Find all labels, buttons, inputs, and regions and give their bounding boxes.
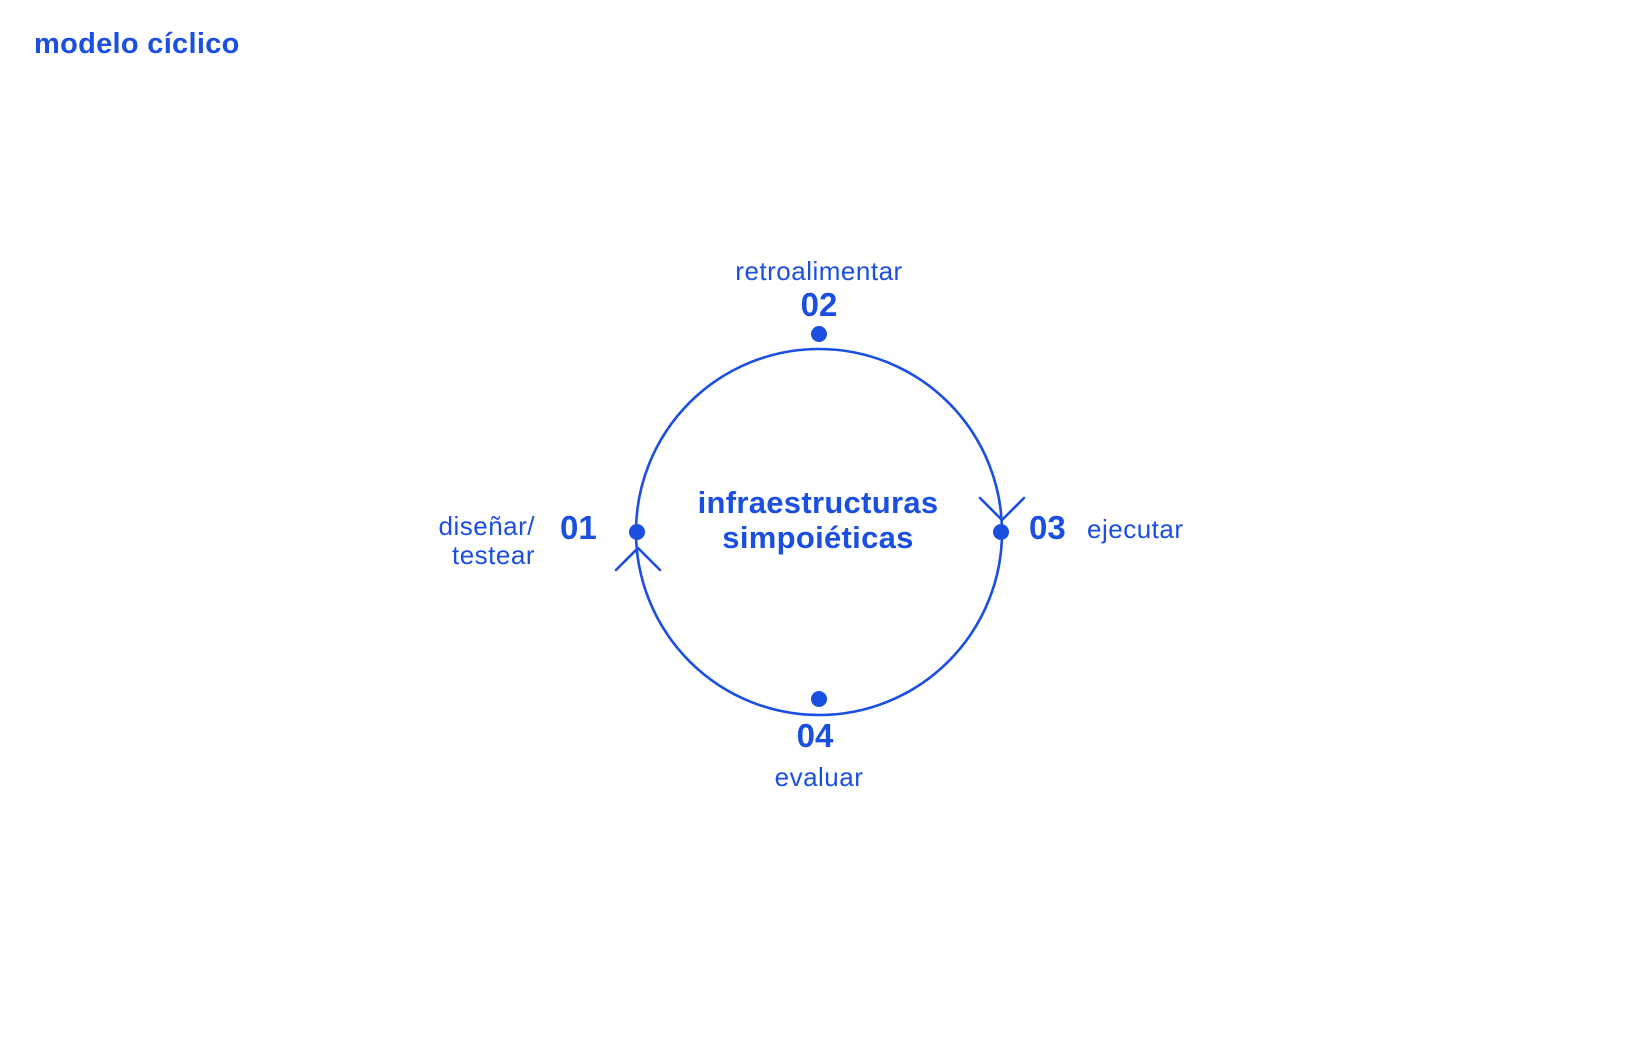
center-label: infraestructuras simpoiéticas <box>650 485 986 555</box>
step-node-04 <box>811 691 827 707</box>
step-03-label: ejecutar <box>1087 514 1184 544</box>
step-node-03 <box>993 524 1009 540</box>
arrowhead-right <box>978 496 1026 522</box>
step-02-number: 02 <box>800 286 838 323</box>
step-02-label: retroalimentar <box>735 256 903 286</box>
step-01-label: diseñar/ testear <box>400 511 535 571</box>
step-01-label-line2: testear <box>452 540 535 571</box>
page-title: modelo cíclico <box>34 28 240 60</box>
step-04-label: evaluar <box>774 762 864 792</box>
step-04-number: 04 <box>796 717 834 754</box>
step-01-label-line1: diseñar/ <box>438 511 535 541</box>
step-01-number: 01 <box>560 509 597 546</box>
center-label-line1: infraestructuras <box>697 485 939 520</box>
step-node-01 <box>629 524 645 540</box>
step-03-number: 03 <box>1029 509 1066 546</box>
center-label-line2: simpoiéticas <box>722 519 914 555</box>
step-node-02 <box>811 326 827 342</box>
arrowhead-left <box>614 546 662 572</box>
